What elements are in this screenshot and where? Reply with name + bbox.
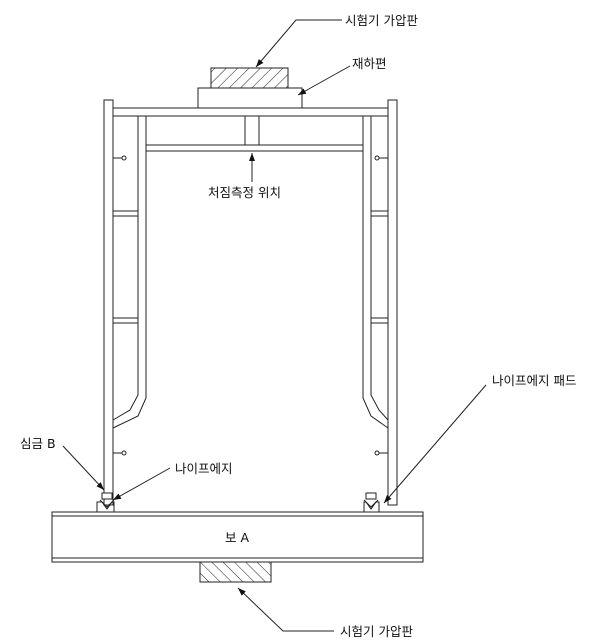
label-deflection-point: 처짐측정 위치 xyxy=(208,185,281,200)
knife-edge-right xyxy=(363,492,380,512)
yoke-frame xyxy=(103,99,398,506)
loading-piece xyxy=(197,87,303,109)
bottom-platen xyxy=(199,561,272,583)
label-loading-piece: 재하편 xyxy=(352,56,387,71)
label-knife-edge: 나이프에지 xyxy=(175,461,233,476)
knife-edge-left xyxy=(96,492,115,512)
label-bottom-platen: 시험기 가압판 xyxy=(340,624,413,639)
label-core-b: 심금 B xyxy=(20,436,56,451)
beam-a xyxy=(51,511,424,563)
label-beam-a: 보 A xyxy=(225,530,249,545)
label-knife-edge-pad: 나이프에지 패드 xyxy=(492,373,576,388)
label-top-platen: 시험기 가압판 xyxy=(345,13,418,28)
pin-icon xyxy=(113,155,388,456)
top-platen xyxy=(210,67,289,89)
leader-lines xyxy=(62,19,487,632)
